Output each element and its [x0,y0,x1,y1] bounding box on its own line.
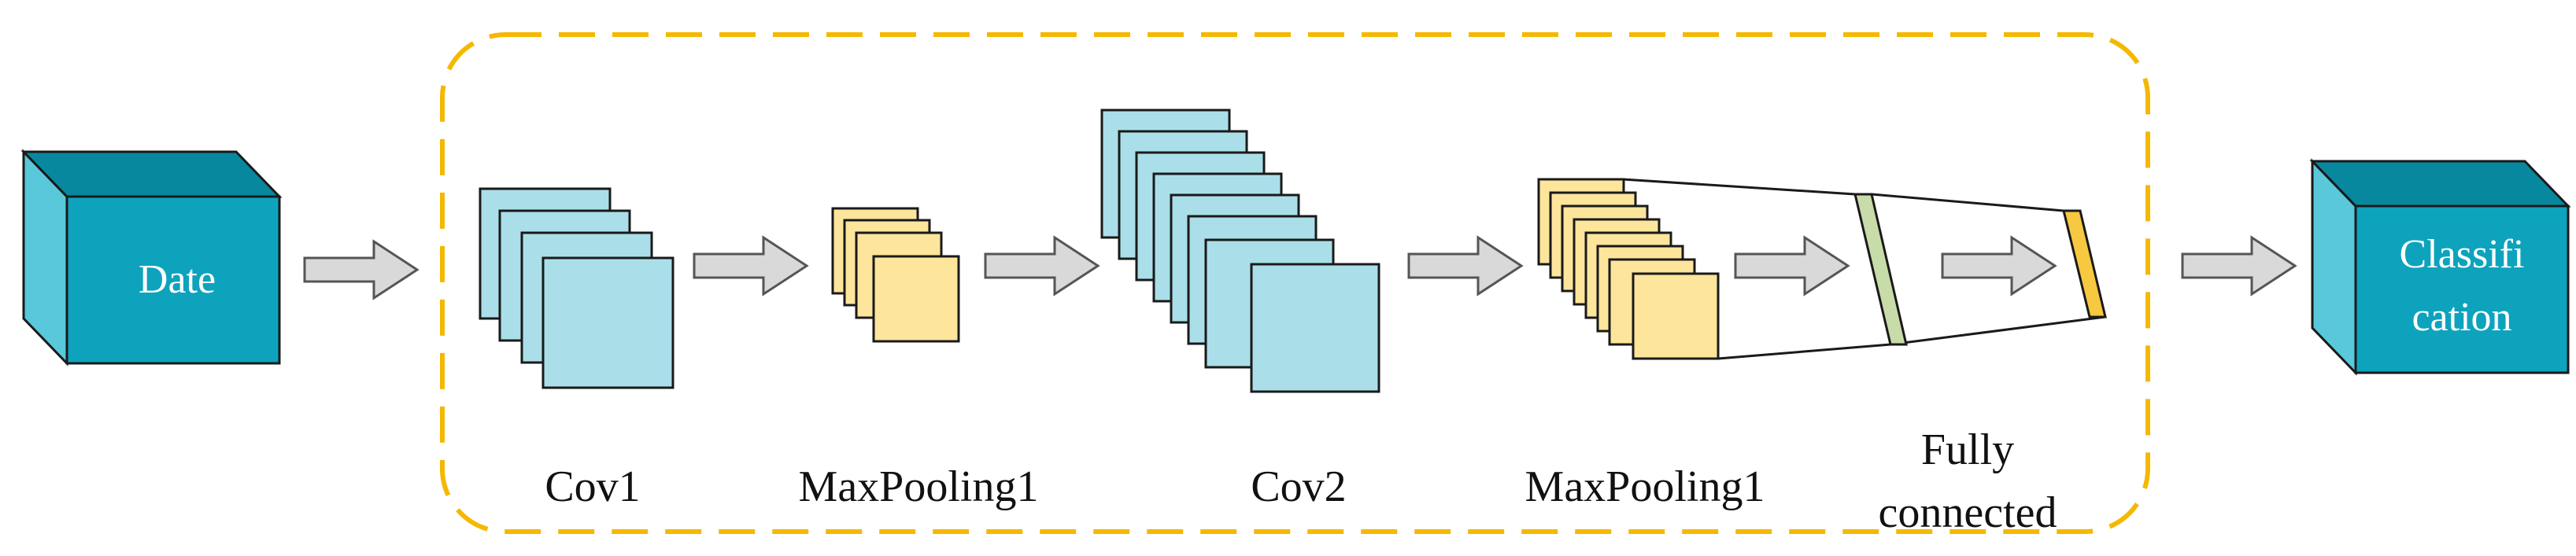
input-label: Date [139,257,216,302]
output-label-line1: Classifi [2400,232,2525,277]
cov1-feature-maps [479,187,674,389]
label-cov1: Cov1 [545,462,640,511]
arrow-cov1-to-pool1 [693,235,809,296]
output-classification-box: Classifi cation [2309,158,2571,376]
maxpool2-feature-maps [1537,178,1720,360]
label-maxpool2: MaxPooling1 [1525,462,1765,511]
label-fc-line1: Fully [1921,425,2014,474]
cov2-feature-maps [1100,109,1380,393]
maxpool1-feature-maps [831,207,960,343]
arrow-cov2-to-pool2 [1407,235,1524,296]
arrow-pool1-to-cov2 [984,235,1100,296]
input-data-box: Date [20,149,283,366]
output-label-line2: cation [2412,295,2511,340]
label-maxpool1: MaxPooling1 [799,462,1039,511]
arrow-fc2-to-output [2181,235,2297,296]
fc-layer-1 [1853,193,1908,346]
arrow-pool2-to-fc1 [1734,235,1850,296]
label-cov2: Cov2 [1251,462,1346,511]
arrow-fc1-to-fc2 [1941,235,2057,296]
arrow-input-to-cov1 [303,239,419,300]
fc-connector-lines [1622,178,2106,360]
label-fc-line2: connected [1879,488,2057,537]
fc-layer-2 [2062,209,2107,319]
